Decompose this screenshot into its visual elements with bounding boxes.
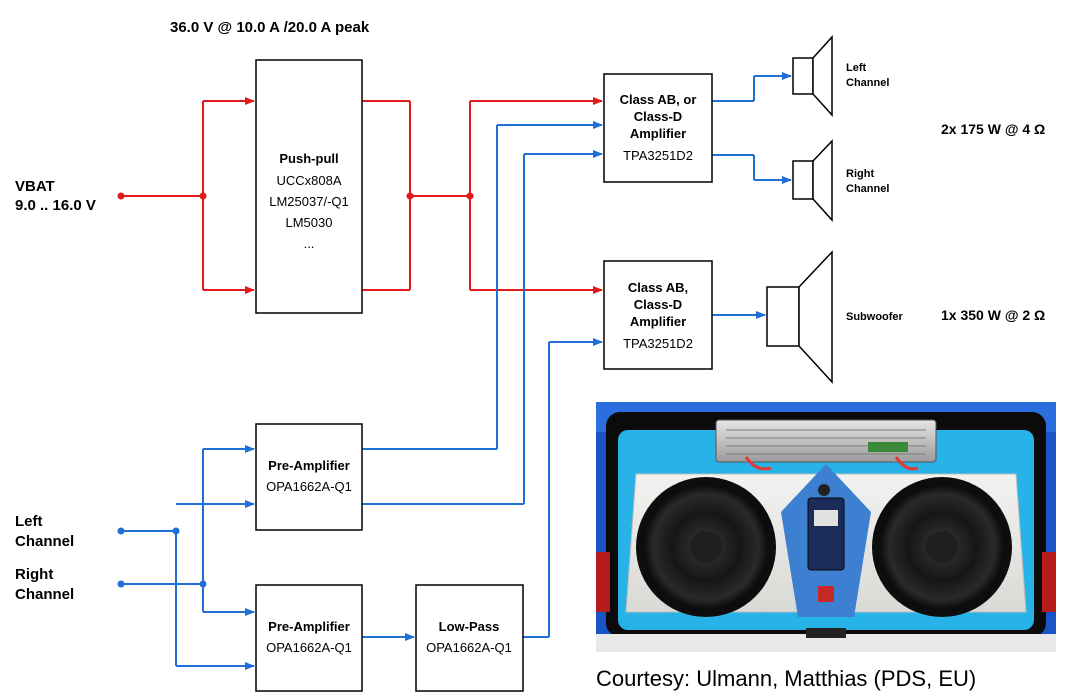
power-spec-label: 36.0 V @ 10.0 A /20.0 A peak xyxy=(170,19,370,36)
amp-top-part: TPA3251D2 xyxy=(623,148,693,163)
amp-bottom-title: Class AB, xyxy=(628,280,688,295)
right-input-label: Right xyxy=(15,566,53,583)
lowpass-part: OPA1662A-Q1 xyxy=(426,640,512,655)
vbat-range-label: 9.0 .. 16.0 V xyxy=(15,197,96,214)
speaker-icon xyxy=(793,37,832,115)
amp-bottom-title: Amplifier xyxy=(630,314,686,329)
left-speaker-label: Left xyxy=(846,62,867,74)
amp-top-title: Class AB, or xyxy=(620,92,697,107)
amp-bottom-part: TPA3251D2 xyxy=(623,336,693,351)
photo-credit: Courtesy: Ulmann, Matthias (PDS, EU) xyxy=(596,666,976,692)
push-pull-part: LM25037/-Q1 xyxy=(269,194,349,209)
amp-top-title: Class-D xyxy=(634,109,682,124)
car-trunk-photo xyxy=(596,402,1056,652)
preamp-2-title: Pre-Amplifier xyxy=(268,619,350,634)
lowpass-title: Low-Pass xyxy=(439,619,500,634)
right-speaker-label: Right xyxy=(846,168,874,180)
right-speaker-label: Channel xyxy=(846,183,889,195)
left-input-label: Channel xyxy=(15,533,74,550)
push-pull-title: Push-pull xyxy=(279,151,338,166)
subwoofer-power-rating: 1x 350 W @ 2 Ω xyxy=(941,307,1045,323)
vbat-label: VBAT xyxy=(15,178,55,195)
preamp-1-title: Pre-Amplifier xyxy=(268,458,350,473)
left-input-label: Left xyxy=(15,513,43,530)
preamp-2-part: OPA1662A-Q1 xyxy=(266,640,352,655)
right-input-label: Channel xyxy=(15,586,74,603)
amp-top-title: Amplifier xyxy=(630,126,686,141)
subwoofer-speaker-icon xyxy=(767,252,832,382)
amp-bottom-title: Class-D xyxy=(634,297,682,312)
push-pull-block: Push-pull UCCx808A LM25037/-Q1 LM5030 ..… xyxy=(256,60,362,313)
stereo-power-rating: 2x 175 W @ 4 Ω xyxy=(941,121,1045,137)
preamplifier-2-block: Pre-Amplifier OPA1662A-Q1 xyxy=(256,585,362,691)
amplifier-top-block: Class AB, or Class-D Amplifier TPA3251D2 xyxy=(604,74,712,182)
push-pull-part: ... xyxy=(304,236,315,251)
push-pull-part: UCCx808A xyxy=(276,173,341,188)
preamplifier-1-block: Pre-Amplifier OPA1662A-Q1 xyxy=(256,424,362,530)
amplifier-bottom-block: Class AB, Class-D Amplifier TPA3251D2 xyxy=(604,261,712,369)
lowpass-block: Low-Pass OPA1662A-Q1 xyxy=(416,585,523,691)
speaker-icon xyxy=(793,141,832,220)
left-speaker-label: Channel xyxy=(846,77,889,89)
preamp-1-part: OPA1662A-Q1 xyxy=(266,479,352,494)
push-pull-part: LM5030 xyxy=(286,215,333,230)
signal-junctions xyxy=(118,528,207,588)
subwoofer-label: Subwoofer xyxy=(846,311,904,323)
